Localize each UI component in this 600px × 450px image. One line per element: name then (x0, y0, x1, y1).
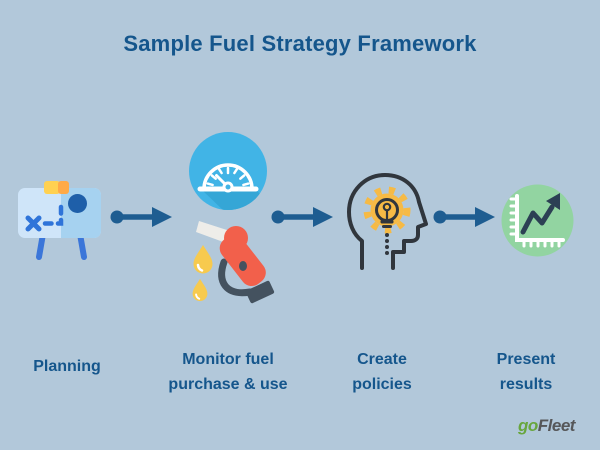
fuel-drop-icon (192, 278, 208, 302)
step-label-line: Planning (33, 358, 101, 375)
idea-head-icon (347, 173, 428, 270)
step-label-present-results: Present results (466, 347, 586, 397)
page-title: Sample Fuel Strategy Framework (123, 31, 477, 56)
step-label-planning: Planning (17, 354, 117, 379)
logo-go-text: go (518, 416, 538, 435)
gofleet-logo: goFleet (518, 416, 575, 436)
step-label-line: Present (496, 351, 556, 368)
step-label-line: purchase & use (168, 376, 288, 393)
flow-arrow-icon (433, 207, 495, 227)
planning-board-icon (18, 181, 101, 260)
step-label-monitor-fuel: Monitor fuel purchase & use (148, 347, 308, 397)
fuel-nozzle-icon (192, 221, 275, 304)
step-label-line: policies (352, 376, 412, 393)
step-label-line: Monitor fuel (182, 351, 274, 368)
fuel-drop-icon (193, 245, 213, 274)
step-label-line: results (499, 376, 553, 393)
logo-fleet-text: Fleet (537, 416, 576, 435)
gauge-icon (189, 132, 267, 210)
step-label-line: Create (357, 351, 407, 368)
step-label-create-policies: Create policies (322, 347, 442, 397)
growth-chart-icon (501, 184, 574, 257)
flow-arrow-icon (271, 207, 333, 227)
flow-arrow-icon (110, 207, 172, 227)
